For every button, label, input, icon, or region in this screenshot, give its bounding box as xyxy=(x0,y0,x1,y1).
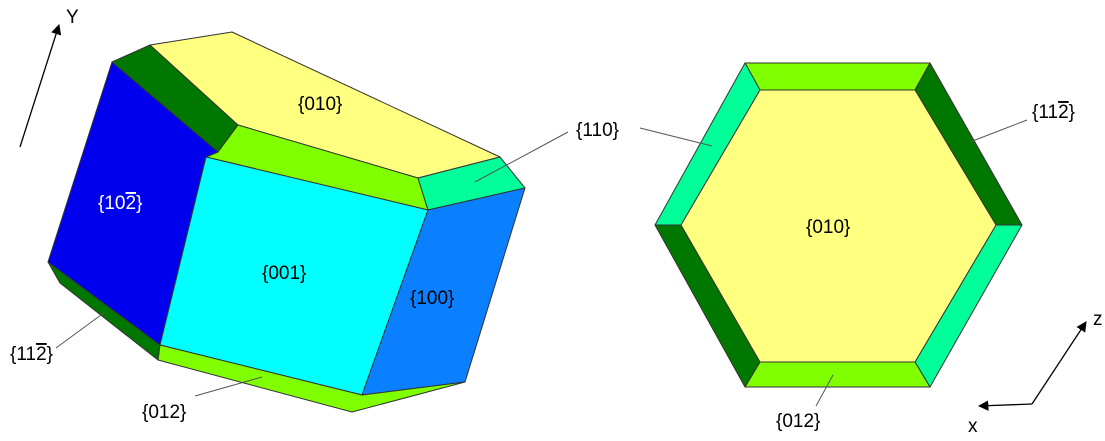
face-012-bottom xyxy=(157,344,466,413)
hex-strip-bottom xyxy=(744,361,931,388)
label-012-left: {012} xyxy=(142,402,186,423)
label-11-2-left: {112} xyxy=(10,344,53,365)
label-012-right: {012} xyxy=(776,411,820,432)
label-110: {110} xyxy=(576,120,619,141)
overbar-digit: 2 xyxy=(125,193,136,214)
leader-012-left xyxy=(194,376,263,397)
leader-012-right xyxy=(815,374,834,407)
axis-z-label: z xyxy=(1093,309,1103,330)
label-11-2-right: {112} xyxy=(1032,102,1075,123)
axis-y-label: Y xyxy=(66,7,79,28)
leader-11-2-left xyxy=(55,311,106,349)
axis-z-arrow xyxy=(1031,321,1087,405)
label-face-100: {100} xyxy=(410,288,454,309)
label-face-010: {010} xyxy=(298,94,342,115)
label-face-10-2: {102} xyxy=(98,193,142,214)
leader-11-2-right xyxy=(969,119,1028,143)
label-face-001: {001} xyxy=(262,263,306,284)
leader-110-left xyxy=(474,131,569,183)
hex-strip-top xyxy=(744,62,931,91)
top-view: {010} {112} {012} z x xyxy=(639,62,1103,437)
axis-x-label: x xyxy=(968,416,978,437)
face-010-top-view xyxy=(680,89,997,363)
leader-110-right xyxy=(639,127,713,147)
label-face-010-top-view: {010} xyxy=(806,217,850,238)
axis-x-arrow xyxy=(977,400,1033,411)
perspective-view: {010} {001} {100} {102} {110} {112} {012… xyxy=(10,7,619,423)
axis-y-arrow xyxy=(19,24,62,148)
